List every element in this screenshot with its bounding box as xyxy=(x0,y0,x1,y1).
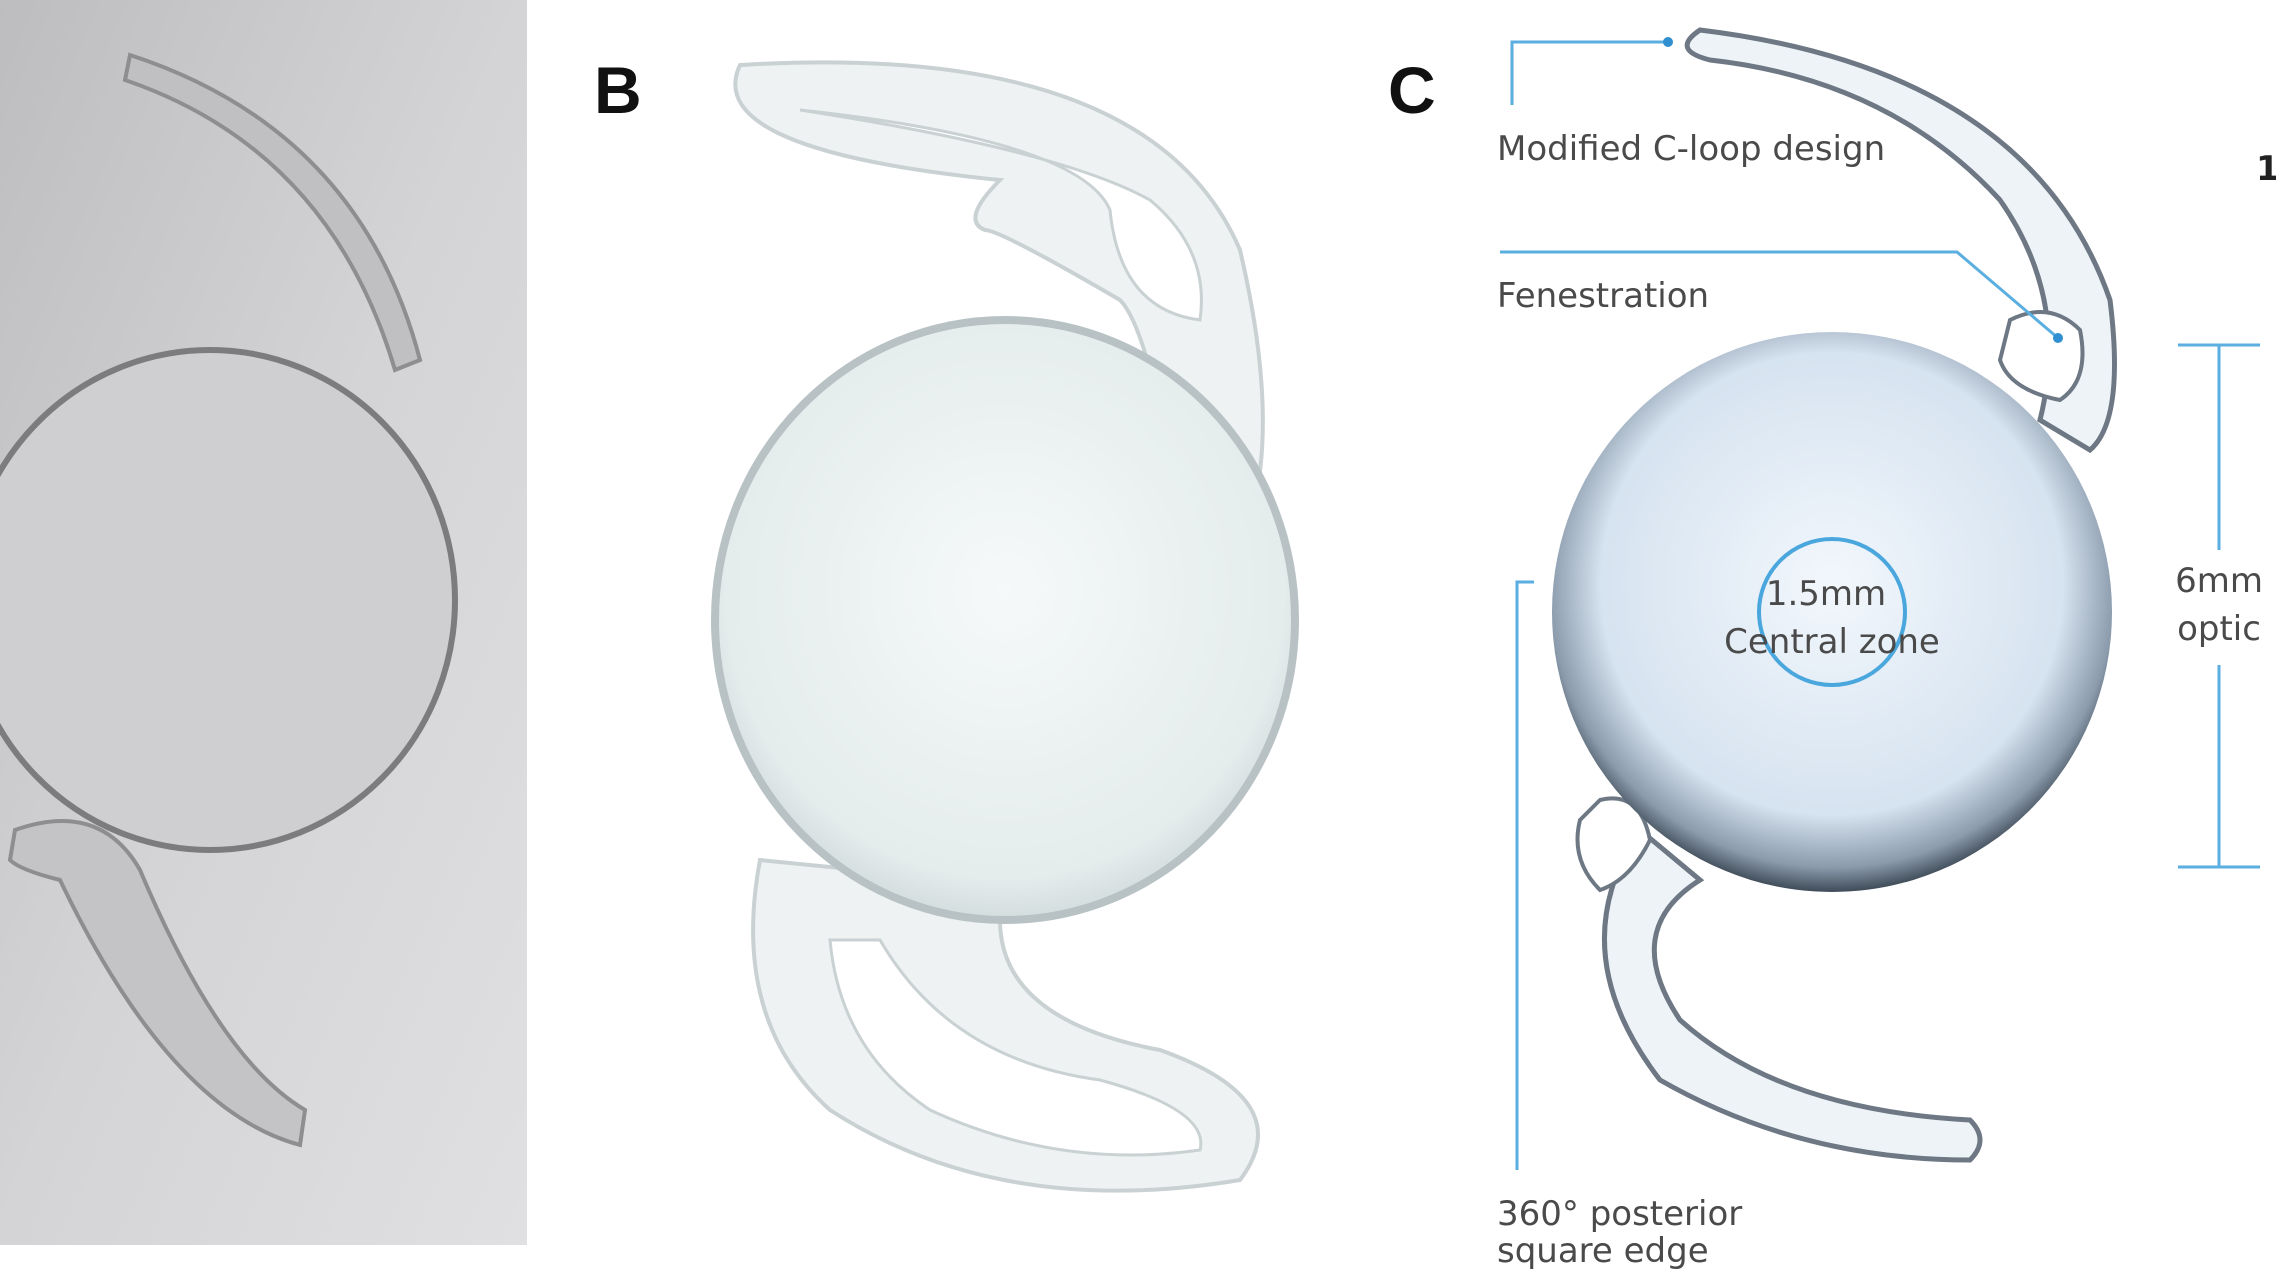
edge-leader-line xyxy=(1515,580,1534,1170)
label-edge-line1: 360° posterior xyxy=(1497,1194,1742,1234)
label-optic-size: 6mm xyxy=(2175,561,2263,601)
haptic-top xyxy=(122,52,423,373)
fenestration-leader-dot xyxy=(2053,333,2063,343)
optic-dimension-line xyxy=(2178,343,2260,869)
haptic-bottom-slot xyxy=(828,938,1203,1157)
haptic-bottom xyxy=(7,819,308,1148)
optic xyxy=(0,347,458,853)
label-cut-off: 1 xyxy=(2256,149,2276,189)
label-central-zone: Central zone xyxy=(1724,622,1940,662)
central-zone-circle xyxy=(1757,537,1907,687)
fenestration-hole-top xyxy=(1997,310,2085,403)
c-loop-leader-dot xyxy=(1663,37,1673,47)
panel-label-c: C xyxy=(1388,53,1436,127)
c-loop-haptic-bottom xyxy=(1601,826,1983,1163)
optic xyxy=(1552,332,2112,892)
label-optic: optic xyxy=(2177,609,2261,649)
panel-b-lens xyxy=(711,60,1299,1193)
label-edge-line2: square edge xyxy=(1497,1231,1709,1271)
panel-label-b: B xyxy=(594,53,642,127)
haptic-top-slot xyxy=(799,108,1203,322)
fenestration-leader-line xyxy=(1500,250,2059,340)
label-fenestration: Fenestration xyxy=(1497,276,1709,316)
panel-a-photo xyxy=(0,0,527,1245)
c-loop-leader-line xyxy=(1510,40,1668,105)
optic xyxy=(711,316,1299,924)
label-c-loop: Modified C-loop design xyxy=(1497,129,1885,169)
label-central-zone-size: 1.5mm xyxy=(1766,574,1886,614)
panel-c-lens xyxy=(1552,27,2117,1163)
